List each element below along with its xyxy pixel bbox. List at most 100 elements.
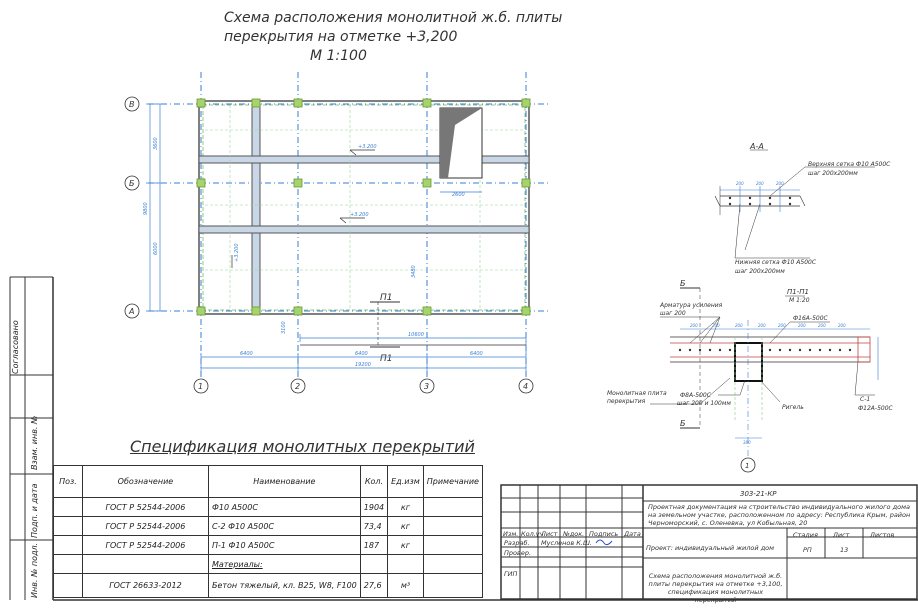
p1-dim-1: 200 — [690, 323, 698, 328]
p1-dim-6: 200 — [798, 323, 806, 328]
section-mark-b-bottom: Б — [680, 419, 686, 428]
opening-dim: 2600 — [452, 192, 465, 198]
col-header-izm: Изм. — [503, 530, 519, 538]
header-code: Обозначение — [81, 465, 209, 498]
cell-qty: 27,6 — [359, 573, 389, 598]
section-aa-dim-1: 200 — [736, 181, 744, 186]
doc-code: 303-21-КР — [740, 490, 777, 498]
cell-unit — [387, 554, 424, 574]
header-unit: Ед.изм — [387, 465, 424, 498]
cell-name: Материалы: — [207, 554, 361, 574]
sheet-title: Схема расположения монолитной ж.б. плиты… — [648, 572, 783, 604]
dim-small-b: 3100 — [281, 321, 287, 334]
col-header-signature: Подпись — [589, 530, 619, 538]
stamp-agreed: Согласовано — [11, 320, 20, 374]
dim-span-2: 6400 — [355, 351, 368, 357]
level-label-3: +3.200 — [234, 243, 240, 262]
col-header-doc: №док. — [563, 530, 585, 538]
axis-number-4: 4 — [523, 382, 528, 391]
cell-name: Ф10 А500С — [207, 497, 361, 517]
slab-outline — [198, 100, 530, 315]
bottom-mesh-step: шаг 200х200мм — [735, 268, 785, 275]
cell-qty: 73,4 — [359, 516, 389, 536]
axis-lines — [148, 72, 550, 378]
section-axis-1: 1 — [745, 462, 749, 470]
drawing-title: Схема расположения монолитной ж.б. плиты… — [224, 9, 562, 66]
girder-label: Ригель — [782, 404, 804, 411]
cell-note — [422, 497, 484, 517]
dim-inner-long: 10600 — [408, 332, 424, 338]
title-block-frame — [500, 484, 918, 600]
cell-pos — [53, 573, 83, 598]
cell-note — [422, 573, 484, 598]
axis-letter-b: Б — [129, 179, 135, 188]
cell-code: ГОСТ 26633-2012 — [81, 573, 209, 598]
drawing-title-line-2: перекрытия на отметке +3,200 — [224, 29, 458, 45]
columns — [196, 98, 531, 316]
dimension-lines-left — [146, 103, 164, 312]
bar-8-label: Ф8А-500С — [680, 392, 712, 399]
table-row: ГОСТ Р 52544-2006 С-2 Ф10 А500С 73,4 кг — [53, 516, 484, 536]
top-mesh-label: Верхняя сетка Ф10 А500С — [808, 161, 891, 168]
cell-note — [422, 535, 484, 555]
sheets-header: Листов — [870, 531, 895, 539]
cell-pos — [53, 497, 83, 517]
axis-number-bubbles — [193, 378, 534, 394]
cell-note — [422, 516, 484, 536]
col-header-date: Дата — [624, 530, 641, 538]
sheet-value: 13 — [840, 546, 849, 554]
dim-left-top: 3600 — [153, 137, 159, 150]
project-description: Проектная документация на строительство … — [648, 503, 911, 527]
spec-table: Поз. Обозначение Наименование Кол. Ед.из… — [53, 465, 484, 598]
dim-left-bottom: 6000 — [153, 242, 159, 255]
col-header-list: Лист — [541, 530, 558, 538]
cell-code: ГОСТ Р 52544-2006 — [81, 516, 209, 536]
level-markers — [231, 149, 375, 268]
section-aa-dim-3: 200 — [776, 181, 784, 186]
sheet-header: Лист — [833, 531, 850, 539]
section-cut-p1 — [370, 301, 400, 348]
role-gip: ГИП — [504, 570, 518, 578]
axis-number-1: 1 — [198, 382, 203, 391]
cell-pos — [53, 554, 83, 574]
cell-qty: 1904 — [359, 497, 389, 517]
cell-qty: 187 — [359, 535, 389, 555]
p1-dim-5: 200 — [778, 323, 786, 328]
table-row: ГОСТ 26633-2012 Бетон тяжелый, кл. B25, … — [53, 573, 484, 598]
p1-dim-7: 200 — [818, 323, 826, 328]
cell-unit: кг — [387, 516, 424, 536]
signature-mark — [595, 539, 613, 546]
level-label-1: +3.200 — [358, 144, 377, 150]
cell-name: Бетон тяжелый, кл. B25, W8, F100 — [207, 573, 361, 598]
role-developer: Разраб. — [504, 539, 530, 547]
p1-dim-2: 200 — [712, 323, 720, 328]
cell-unit: кг — [387, 535, 424, 555]
drawing-title-line-1: Схема расположения монолитной ж.б. плиты — [224, 10, 563, 26]
header-note: Примечание — [422, 465, 484, 498]
dim-total: 19200 — [355, 362, 371, 368]
p1-dim-8: 200 — [838, 323, 846, 328]
rebar-label: Арматура усиления — [659, 302, 723, 309]
level-label-2: +3.200 — [350, 212, 369, 218]
col-header-kol: Кол.уч — [521, 530, 544, 538]
axis-letter-a: А — [128, 307, 134, 316]
section-p1-scale: М 1:20 — [789, 297, 810, 304]
dim-span-1: 6400 — [240, 351, 253, 357]
section-aa — [714, 149, 875, 259]
bar-8-step: шаг 200 и 100мм — [677, 400, 731, 407]
section-mark-b-top: Б — [680, 279, 686, 288]
p1-dim-3: 200 — [735, 323, 743, 328]
section-aa-dim-2: 200 — [756, 181, 764, 186]
section-mark-bottom: П1 — [380, 354, 393, 364]
top-mesh-step: шаг 200х200мм — [808, 170, 858, 177]
girder-width: 380 — [743, 440, 751, 445]
drawing-title-scale: М 1:100 — [310, 48, 367, 64]
cell-name: С-2 Ф10 А500С — [207, 516, 361, 536]
cell-pos — [53, 535, 83, 555]
table-row: ГОСТ Р 52544-2006 П-1 Ф10 А500С 187 кг — [53, 535, 484, 555]
bar-16-label: Ф16А-500С — [793, 315, 829, 322]
stage-value: РП — [803, 546, 812, 554]
slab-opening — [439, 107, 483, 193]
header-name: Наименование — [207, 465, 361, 498]
